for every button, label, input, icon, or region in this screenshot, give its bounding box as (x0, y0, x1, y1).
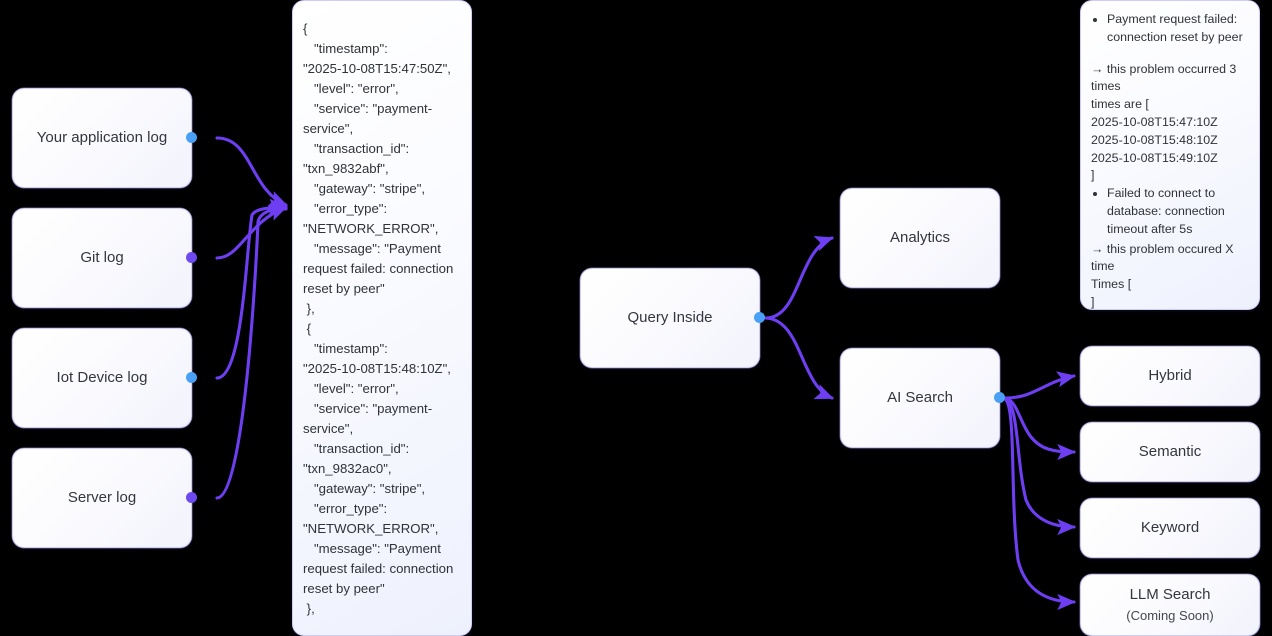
log-json-panel[interactable]: { "timestamp": "2025-10-08T15:47:50Z", "… (292, 0, 472, 636)
edge-ai-search-to-hybrid (1004, 371, 1076, 400)
search-mode-keyword-label: Keyword (1140, 519, 1200, 537)
search-mode-hybrid[interactable]: Hybrid (1080, 346, 1260, 406)
source-node-iot-device-log-label: Iot Device log (56, 369, 148, 387)
results-issue-2: Failed to connect to database: connectio… (1107, 185, 1247, 238)
search-mode-keyword[interactable]: Keyword (1080, 498, 1260, 558)
port-app-log-out[interactable] (186, 132, 197, 143)
edge-query-to-analytics (764, 236, 834, 320)
query-inside-node-label: Query Inside (627, 309, 713, 327)
search-mode-semantic[interactable]: Semantic (1080, 422, 1260, 482)
port-iot-device-log-out[interactable] (186, 372, 197, 383)
source-node-app-log-label: Your application log (36, 129, 168, 147)
edge-server-log-to-json (215, 199, 288, 500)
ai-search-node[interactable]: AI Search (840, 348, 1000, 448)
results-issue-list-2: Failed to connect to database: connectio… (1107, 185, 1247, 238)
source-node-git-log[interactable]: Git log (12, 208, 192, 308)
search-mode-hybrid-label: Hybrid (1148, 367, 1192, 385)
results-issue-1-close: ] (1091, 168, 1095, 183)
edge-iot-log-to-json (215, 198, 288, 380)
results-issue-1-note: → this problem occurred 3 times (1091, 61, 1237, 94)
query-results-panel[interactable]: Payment request failed: connection reset… (1080, 0, 1260, 310)
port-git-log-out[interactable] (186, 252, 197, 263)
edge-git-log-to-json (215, 205, 288, 260)
edge-ai-search-to-semantic (1004, 396, 1076, 461)
results-issue-2-note: → this problem occured X time (1091, 241, 1234, 274)
port-query-inside-out[interactable] (754, 312, 765, 323)
search-mode-llm-search-label: LLM Search (1129, 585, 1211, 603)
edge-ai-search-to-keyword (1004, 397, 1076, 536)
source-node-git-log-label: Git log (80, 249, 124, 267)
source-node-app-log[interactable]: Your application log (12, 88, 192, 188)
ai-search-node-label: AI Search (887, 389, 953, 407)
results-issue-1-time-0: 2025-10-08T15:47:10Z (1091, 114, 1218, 129)
source-node-iot-device-log[interactable]: Iot Device log (12, 328, 192, 428)
analytics-node-label: Analytics (889, 229, 951, 247)
edge-app-log-to-json (215, 136, 288, 207)
results-issue-1: Payment request failed: connection reset… (1107, 11, 1247, 47)
results-issue-1-time-1: 2025-10-08T15:48:10Z (1091, 132, 1218, 147)
edge-ai-search-to-llm (1004, 398, 1076, 611)
results-issue-1-time-2: 2025-10-08T15:49:10Z (1091, 150, 1218, 165)
results-issue-2-times-label: Times [ (1091, 277, 1132, 292)
results-issue-1-times-label: times are [ (1091, 97, 1149, 112)
results-issue-list: Payment request failed: connection reset… (1107, 11, 1247, 47)
search-mode-llm-search[interactable]: LLM Search (Coming Soon) (1080, 574, 1260, 636)
results-issue-2-close: ] (1091, 294, 1095, 309)
source-node-server-log-label: Server log (67, 489, 137, 507)
analytics-node[interactable]: Analytics (840, 188, 1000, 288)
port-server-log-out[interactable] (186, 492, 197, 503)
port-ai-search-out[interactable] (994, 392, 1005, 403)
source-node-server-log[interactable]: Server log (12, 448, 192, 548)
search-mode-llm-search-sublabel: (Coming Soon) (1126, 608, 1214, 624)
edge-query-to-ai-search (764, 316, 834, 400)
search-mode-semantic-label: Semantic (1138, 443, 1202, 461)
query-inside-node[interactable]: Query Inside (580, 268, 760, 368)
